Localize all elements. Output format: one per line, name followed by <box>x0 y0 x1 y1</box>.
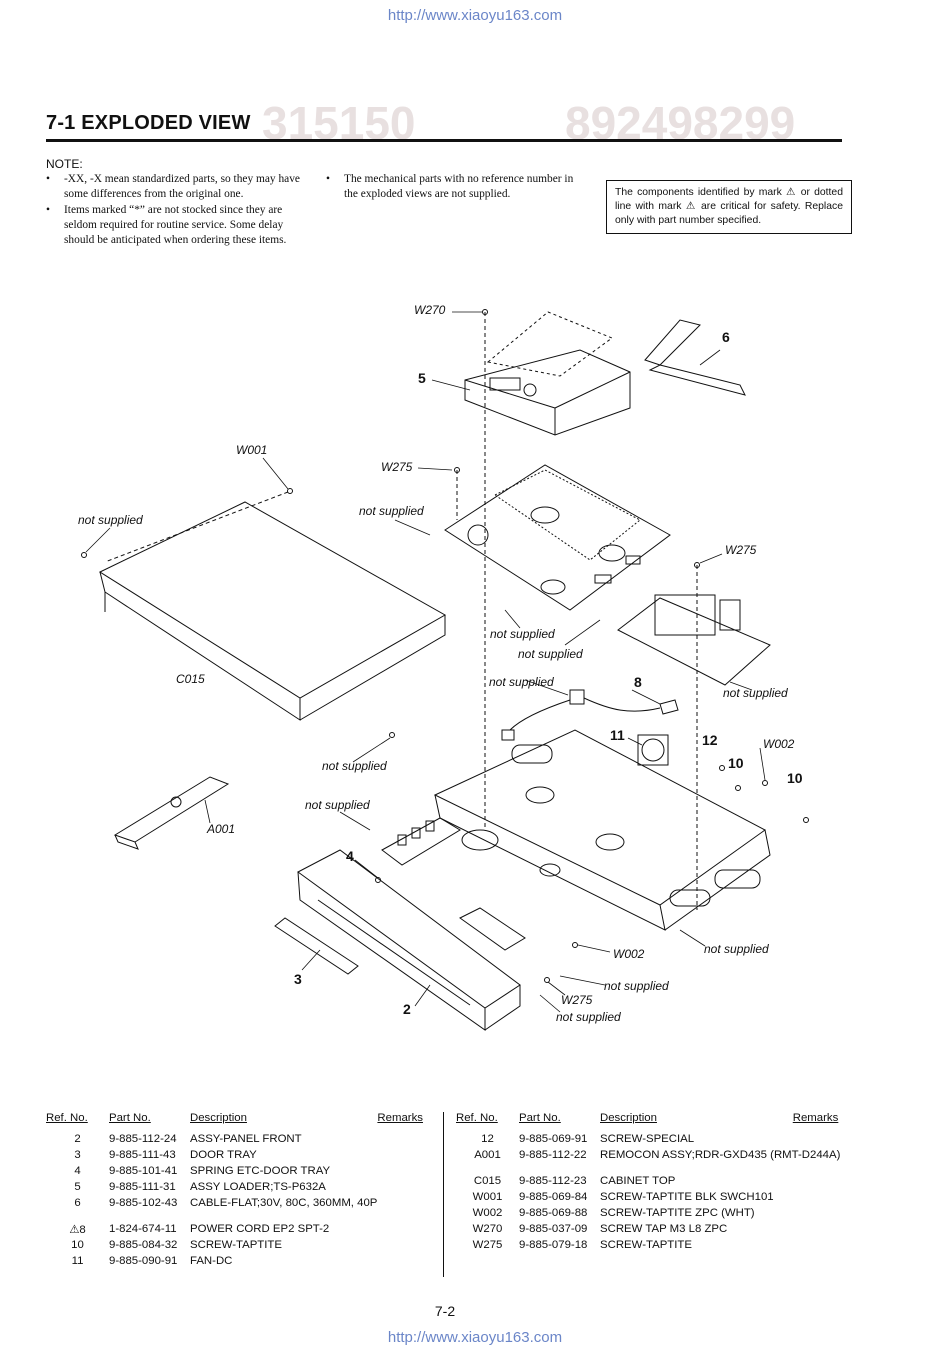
label-not-supplied: not supplied <box>604 979 669 993</box>
label-not-supplied: not supplied <box>78 513 143 527</box>
power-board <box>617 594 771 686</box>
label-w001: W001 <box>236 443 268 457</box>
door-tray <box>274 917 359 975</box>
exploded-view-drawing <box>81 309 809 1031</box>
label-w275-top: W275 <box>381 460 413 474</box>
label-ref-10a: 10 <box>728 755 744 771</box>
col-remarks: Remarks <box>792 1112 839 1124</box>
label-not-supplied: not supplied <box>704 942 769 956</box>
label-c015: C015 <box>176 672 205 686</box>
page-title: 7-1 EXPLODED VIEW <box>46 112 251 134</box>
label-w002-bottom: W002 <box>613 947 645 961</box>
label-ref-4: 4 <box>346 848 354 864</box>
label-not-supplied: not supplied <box>518 647 583 661</box>
label-not-supplied: not supplied <box>490 627 555 641</box>
footer-url[interactable]: http://www.xiaoyu163.com <box>387 1329 563 1346</box>
screws <box>81 309 809 983</box>
chassis <box>433 729 771 931</box>
label-w002-right: W002 <box>763 737 795 751</box>
label-ref-5: 5 <box>418 370 426 386</box>
power-cord <box>501 689 679 741</box>
leader-lines <box>85 311 766 1013</box>
col-desc: Description <box>190 1112 247 1124</box>
front-panel <box>297 849 521 1031</box>
cabinet-top <box>98 501 447 721</box>
label-not-supplied: not supplied <box>556 1010 621 1024</box>
front-bracket <box>459 907 526 951</box>
table-divider <box>443 1112 444 1277</box>
label-ref-2: 2 <box>403 1001 411 1017</box>
col-part: Part No. <box>519 1112 561 1124</box>
label-not-supplied: not supplied <box>723 686 788 700</box>
title-rule <box>46 139 842 142</box>
label-a001: A001 <box>207 822 236 836</box>
col-desc: Description <box>600 1112 657 1124</box>
note-item: Items marked “*” are not stocked since t… <box>46 203 301 249</box>
label-ref-3: 3 <box>294 971 302 987</box>
label-not-supplied: not supplied <box>489 675 554 689</box>
label-not-supplied: not supplied <box>322 759 387 773</box>
assembly-guide-lines <box>104 312 698 910</box>
spring-door-tray <box>381 817 461 866</box>
note-item: The mechanical parts with no reference n… <box>326 172 586 203</box>
label-ref-8: 8 <box>634 674 642 690</box>
flat-cable <box>644 319 746 396</box>
safety-caution-box: The components identified by mark ⚠ or d… <box>606 180 852 234</box>
col-ref: Ref. No. <box>46 1112 88 1124</box>
label-not-supplied: not supplied <box>359 504 424 518</box>
loader-assembly <box>464 311 631 436</box>
exploded-view-diagram: W270 5 6 W275 W001 not supplied not supp… <box>0 290 950 1070</box>
label-not-supplied: not supplied <box>305 798 370 812</box>
label-w270: W270 <box>414 303 446 317</box>
label-ref-11: 11 <box>610 727 625 743</box>
parts-table-right: Ref. No. Part No. Description Remarks 12… <box>456 1111 840 1253</box>
note-list-left: -XX, -X mean standardized parts, so they… <box>46 172 301 248</box>
col-remarks: Remarks <box>377 1112 423 1124</box>
main-board <box>444 464 671 611</box>
label-ref-10b: 10 <box>787 770 803 786</box>
label-w275-right: W275 <box>725 543 757 557</box>
page-number: 7-2 <box>434 1303 456 1319</box>
remote-commander <box>113 776 230 850</box>
col-ref: Ref. No. <box>456 1112 498 1124</box>
note-heading: NOTE: <box>46 157 83 171</box>
note-list-right: The mechanical parts with no reference n… <box>326 172 586 203</box>
label-w275-bottom: W275 <box>561 993 593 1007</box>
header-url[interactable]: http://www.xiaoyu163.com <box>387 7 563 24</box>
label-ref-12: 12 <box>702 732 718 748</box>
fan <box>637 734 669 766</box>
col-part: Part No. <box>109 1112 151 1124</box>
note-item: -XX, -X mean standardized parts, so they… <box>46 172 301 203</box>
label-ref-6: 6 <box>722 329 730 345</box>
